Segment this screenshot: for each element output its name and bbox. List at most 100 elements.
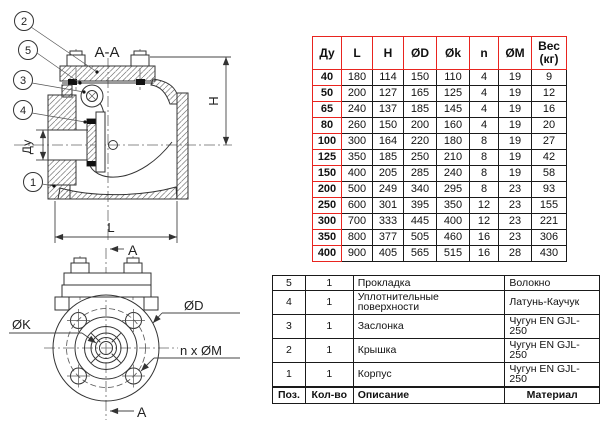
table-cell: 23 — [498, 229, 532, 246]
table-cell: 137 — [372, 101, 404, 118]
header-cell: Øk — [436, 36, 470, 70]
table-cell: 110 — [436, 69, 470, 86]
table-cell: 185 — [372, 149, 404, 166]
header-cell: ØD — [403, 36, 437, 70]
table-cell: 19 — [498, 149, 532, 166]
table-cell: 220 — [403, 133, 437, 150]
table-cell: 100 — [312, 133, 342, 150]
table-cell: 28 — [498, 245, 532, 262]
table-cell: 42 — [531, 149, 567, 166]
table-cell: 5 — [272, 275, 306, 291]
table-cell: 165 — [403, 85, 437, 102]
table-cell: 127 — [372, 85, 404, 102]
table-cell: 19 — [498, 101, 532, 118]
table-cell: 565 — [403, 245, 437, 262]
table-cell: 12 — [469, 197, 499, 214]
table-cell: 250 — [403, 149, 437, 166]
table-cell: 205 — [372, 165, 404, 182]
table-cell: 4 — [469, 69, 499, 86]
table-cell: Чугун EN GJL-250 — [504, 313, 600, 339]
table-cell: 8 — [469, 149, 499, 166]
table-cell: 12 — [469, 213, 499, 230]
table-cell: 400 — [341, 165, 373, 182]
table-cell: 200 — [403, 117, 437, 134]
table-cell: 4 — [469, 101, 499, 118]
svg-text:3: 3 — [20, 75, 26, 87]
table-cell: 19 — [498, 133, 532, 150]
table-cell: 40 — [312, 69, 342, 86]
table-cell: Чугун EN GJL-250 — [504, 337, 600, 363]
table-cell: 19 — [498, 165, 532, 182]
bolt-holes-callout: n x ØM — [140, 343, 240, 372]
table-cell: 8 — [469, 133, 499, 150]
table-cell: 114 — [372, 69, 404, 86]
section-label: A-A — [94, 44, 119, 61]
section-arrow-top-label: A — [128, 242, 138, 258]
table-cell: Чугун EN GJL-250 — [504, 361, 600, 387]
table-cell: 23 — [498, 181, 532, 198]
table-cell: 180 — [341, 69, 373, 86]
table-cell: 2 — [272, 337, 306, 363]
section-arrow-bottom-label: A — [137, 404, 147, 420]
table-cell: 19 — [498, 85, 532, 102]
table-cell: 395 — [403, 197, 437, 214]
table-cell: 350 — [312, 229, 342, 246]
table-cell: 505 — [403, 229, 437, 246]
svg-text:5: 5 — [25, 45, 31, 57]
header-cell: Кол-во — [304, 385, 354, 404]
balloon-5: 5 — [18, 40, 82, 85]
table-cell: Уплотнительные поверхности — [352, 289, 506, 315]
table-cell: 210 — [436, 149, 470, 166]
table-cell: 430 — [531, 245, 567, 262]
table-cell: 12 — [531, 85, 567, 102]
table-cell: 19 — [498, 69, 532, 86]
table-cell: 125 — [312, 149, 342, 166]
table-cell: 180 — [436, 133, 470, 150]
table-cell: Прокладка — [352, 275, 506, 291]
table-cell: 150 — [403, 69, 437, 86]
table-cell: 377 — [372, 229, 404, 246]
table-cell: 125 — [436, 85, 470, 102]
table-cell: 200 — [341, 85, 373, 102]
header-cell: n — [469, 36, 499, 70]
table-cell: 301 — [372, 197, 404, 214]
table-cell: 93 — [531, 181, 567, 198]
dimensions-table-header: Ду L H ØD Øk n ØM Вес (кг) — [312, 36, 567, 70]
table-cell: 333 — [372, 213, 404, 230]
parts-list-header: Поз. Кол-во Описание Материал — [272, 385, 600, 404]
bolt-circle-label: ØK — [12, 317, 31, 332]
table-cell: 400 — [312, 245, 342, 262]
table-cell: 445 — [403, 213, 437, 230]
table-cell: 200 — [312, 181, 342, 198]
table-cell: 4 — [469, 117, 499, 134]
table-cell: 80 — [312, 117, 342, 134]
balloon-3: 3 — [13, 70, 86, 94]
table-cell: 285 — [403, 165, 437, 182]
dim-height-label: H — [206, 96, 221, 105]
table-cell: 8 — [469, 165, 499, 182]
table-cell: 340 — [403, 181, 437, 198]
table-cell: 20 — [531, 117, 567, 134]
table-cell: 27 — [531, 133, 567, 150]
table-cell: 4 — [469, 85, 499, 102]
table-cell: Корпус — [352, 361, 506, 387]
table-cell: 350 — [341, 149, 373, 166]
section-view: H Ду L A-A 2 5 — [13, 11, 232, 243]
table-cell: 900 — [341, 245, 373, 262]
table-cell: 250 — [312, 197, 342, 214]
header-cell: Описание — [352, 385, 506, 404]
table-cell: 23 — [498, 213, 532, 230]
